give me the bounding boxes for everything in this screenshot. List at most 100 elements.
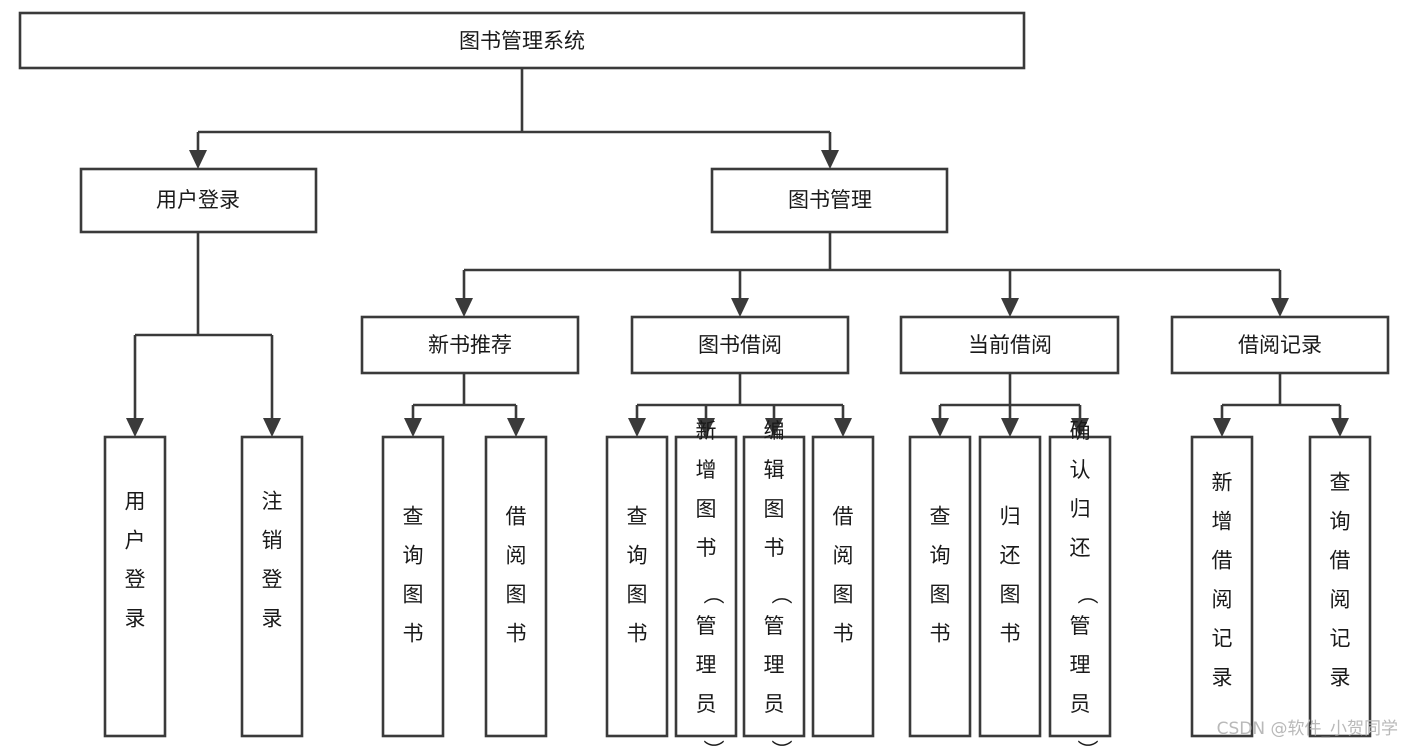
svg-text:阅: 阅: [506, 544, 527, 568]
node-user-login[interactable]: 用户登录: [79, 167, 318, 234]
svg-text:书: 书: [627, 622, 648, 646]
svg-text:员: 员: [696, 692, 717, 716]
arrow-head-book-borrow-leaf-3: [834, 418, 852, 437]
arrow-head-new-book: [455, 298, 473, 317]
node-book-borrow-box: [630, 315, 850, 375]
svg-text:查: 查: [627, 505, 648, 529]
node-borrow-record[interactable]: 借阅记录: [1170, 315, 1390, 375]
svg-text:编: 编: [764, 419, 785, 443]
node-user-login-box: [79, 167, 318, 234]
svg-text:记: 记: [1212, 627, 1233, 651]
connector-group-book-borrow-leaves: [628, 373, 852, 437]
leaf-box: [1308, 435, 1372, 738]
svg-text:）: ）: [769, 740, 793, 747]
arrow-head-book-manage: [821, 150, 839, 169]
svg-text:增: 增: [696, 458, 717, 482]
svg-text:图: 图: [833, 583, 854, 607]
svg-text:还: 还: [1070, 536, 1091, 560]
svg-text:阅: 阅: [1212, 588, 1233, 612]
connector-group-root: [189, 68, 839, 169]
svg-text:新: 新: [696, 419, 717, 443]
svg-text:增: 增: [1212, 510, 1233, 534]
node-book-borrow[interactable]: 图书借阅: [630, 315, 850, 375]
node-current-borrow-label: 当前借阅: [968, 333, 1052, 357]
svg-text:查: 查: [1330, 471, 1351, 495]
svg-text:图: 图: [696, 497, 717, 521]
leaf-box: [674, 435, 738, 738]
node-root-book-management-system[interactable]: 图书管理系统: [18, 11, 1026, 70]
leaf-box: [1048, 435, 1112, 738]
node-current-borrow-box: [899, 315, 1120, 375]
svg-text:录: 录: [1330, 666, 1351, 690]
svg-text:注: 注: [262, 490, 283, 514]
svg-text:户: 户: [125, 529, 146, 553]
svg-text:录: 录: [1212, 666, 1233, 690]
svg-text:书: 书: [696, 536, 717, 560]
svg-text:新: 新: [1212, 471, 1233, 495]
arrow-head-borrow-record: [1271, 298, 1289, 317]
svg-text:记: 记: [1330, 627, 1351, 651]
svg-text:管: 管: [696, 614, 717, 638]
svg-text:归: 归: [1070, 497, 1091, 521]
node-new-book-recommend[interactable]: 新书推荐: [360, 315, 580, 375]
arrow-head-current-borrow-leaf-0: [931, 418, 949, 437]
svg-text:理: 理: [764, 653, 785, 677]
leaf-box: [742, 435, 806, 738]
leaf-label-vertical: 用户登录: [125, 490, 146, 631]
svg-text:书: 书: [764, 536, 785, 560]
svg-text:阅: 阅: [833, 544, 854, 568]
arrow-head-book-borrow-leaf-2: [765, 418, 783, 437]
node-current-borrow[interactable]: 当前借阅: [899, 315, 1120, 375]
svg-text:员: 员: [1070, 692, 1091, 716]
svg-text:认: 认: [1070, 458, 1091, 482]
node-new-book-recommend-label: 新书推荐: [428, 333, 512, 357]
svg-text:查: 查: [403, 505, 424, 529]
svg-text:理: 理: [1070, 653, 1091, 677]
svg-text:（: （: [701, 584, 725, 605]
svg-text:询: 询: [1330, 510, 1351, 534]
leaf-box: [484, 435, 548, 738]
svg-text:询: 询: [930, 544, 951, 568]
svg-text:阅: 阅: [1330, 588, 1351, 612]
arrow-head-user-login-leaf-0: [126, 418, 144, 437]
leaf-node-user-login-login[interactable]: 用户登录: [103, 435, 167, 738]
svg-text:（: （: [1075, 584, 1099, 605]
node-book-management-label: 图书管理: [788, 188, 872, 212]
leaf-box: [1190, 435, 1254, 738]
svg-text:登: 登: [262, 568, 283, 592]
arrow-head-book-borrow: [731, 298, 749, 317]
svg-text:管: 管: [1070, 614, 1091, 638]
svg-text:）: ）: [1075, 740, 1099, 747]
svg-text:管: 管: [764, 614, 785, 638]
leaf-box: [908, 435, 972, 738]
svg-text:借: 借: [833, 505, 854, 529]
leaf-box: [240, 435, 304, 738]
node-book-management[interactable]: 图书管理: [710, 167, 949, 234]
svg-text:书: 书: [833, 622, 854, 646]
svg-text:）: ）: [701, 740, 725, 747]
svg-text:还: 还: [1000, 544, 1021, 568]
svg-text:图: 图: [506, 583, 527, 607]
svg-text:借: 借: [506, 505, 527, 529]
svg-text:借: 借: [1330, 549, 1351, 573]
